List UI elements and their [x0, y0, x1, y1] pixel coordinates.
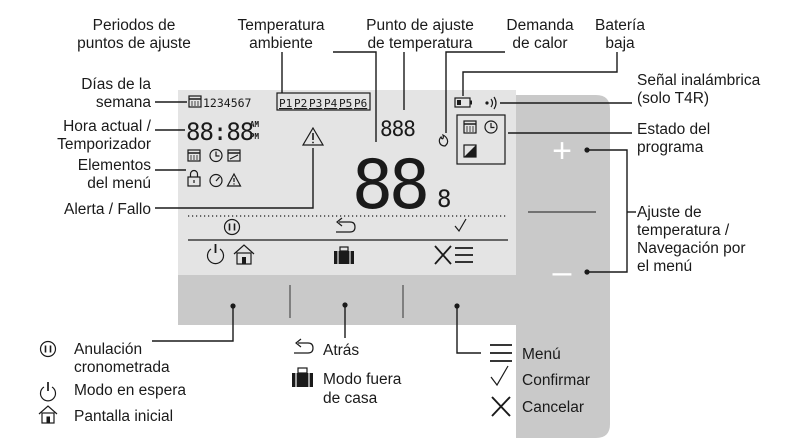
lock-icon — [187, 169, 201, 187]
bottom-button-row[interactable] — [178, 275, 516, 325]
leader-left-button — [152, 306, 234, 342]
legend-menu: Menú — [522, 346, 561, 363]
gauge-icon — [209, 173, 223, 188]
minus-button[interactable]: – — [553, 253, 572, 291]
home-icon — [233, 244, 255, 265]
clock-icon — [209, 148, 223, 163]
flame-icon — [438, 133, 449, 147]
period-p1: P1 — [279, 97, 292, 110]
pause-circle-icon — [223, 218, 241, 236]
period-p4: P4 — [324, 97, 338, 110]
setpoint-digits: 888 — [380, 117, 415, 141]
leader-room-temperature — [333, 51, 377, 142]
leader-dot — [584, 147, 590, 153]
battery-icon — [454, 97, 472, 108]
leader-right-button — [456, 306, 481, 354]
legend-cancel: Cancelar — [522, 399, 584, 416]
label-wireless-signal: Señal inalámbrica(solo T4R) — [637, 72, 761, 107]
room-temperature-decimal: 8 — [437, 185, 451, 213]
program-status-box — [456, 114, 506, 165]
program-clock-icon — [484, 120, 498, 134]
wireless-signal-icon — [485, 96, 497, 110]
pm-indicator: PM — [250, 132, 260, 141]
label-alert-fault: Alerta / Fallo — [64, 201, 151, 218]
legend-suitcase-icon — [292, 367, 313, 387]
time-digits: 88:88 — [186, 118, 253, 146]
period-labels: P1 P2 P3 P4 P5 P6 — [279, 97, 367, 110]
legend-power-icon — [39, 382, 57, 402]
leader-alert-fault — [155, 148, 314, 209]
leader-heat-demand — [445, 51, 505, 133]
legend-cancel-icon — [491, 396, 511, 417]
calendar-icon — [188, 95, 202, 108]
program-override-icon — [463, 144, 477, 158]
power-icon — [206, 244, 225, 265]
back-arrow-icon — [336, 217, 356, 233]
cancel-icon — [434, 245, 452, 265]
period-p6: P6 — [354, 97, 367, 110]
leader-temp-adjust — [587, 149, 628, 273]
calendar-icon — [187, 149, 201, 162]
legend-back-arrow-icon — [294, 338, 314, 354]
label-current-time: Hora actual /Temporizador — [57, 118, 152, 153]
legend-confirm: Confirmar — [522, 372, 590, 389]
am-indicator: AM — [250, 120, 260, 129]
period-p5: P5 — [339, 97, 352, 110]
period-p3: P3 — [309, 97, 322, 110]
check-icon — [454, 218, 467, 233]
suitcase-icon — [334, 246, 354, 264]
menu-icon — [455, 247, 473, 263]
warning-small-icon — [226, 172, 242, 187]
legend-back: Atrás — [323, 342, 359, 359]
menu-elements-icons — [187, 148, 242, 188]
legend-menu-icon — [490, 344, 512, 362]
period-p2: P2 — [294, 97, 307, 110]
legend-pause-circle-icon — [39, 340, 57, 358]
periods-box — [276, 92, 371, 111]
days-of-week-digits: 1234567 — [203, 96, 252, 110]
leader-dot — [584, 269, 590, 275]
plus-button[interactable]: + — [552, 132, 572, 170]
alert-icon — [301, 126, 325, 146]
room-temperature-digits: 88 — [352, 146, 426, 225]
legend-check-icon — [490, 365, 509, 387]
right-button-panel[interactable] — [516, 95, 610, 438]
legend-home-icon — [38, 405, 58, 424]
lcd-display — [178, 90, 516, 275]
program-calendar-icon — [463, 120, 477, 134]
legend-home-screen: Pantalla inicial — [74, 408, 173, 425]
calendar-edit-icon — [227, 149, 241, 162]
leader-low-battery — [462, 52, 618, 96]
legend-standby: Modo en espera — [74, 382, 186, 399]
